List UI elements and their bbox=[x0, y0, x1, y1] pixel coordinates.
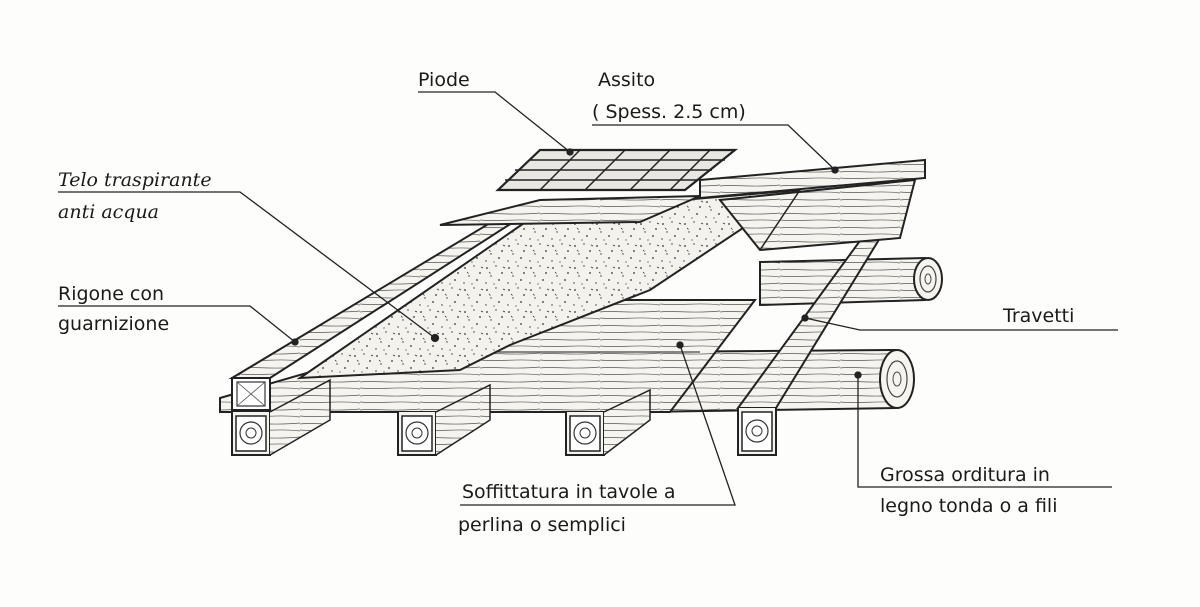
label-rigone-line1: Rigone con bbox=[58, 283, 165, 305]
leader-orditura bbox=[857, 375, 1112, 488]
label-assito-spec: ( Spess. 2.5 cm) bbox=[592, 101, 746, 123]
leader-piode bbox=[418, 91, 571, 153]
leader-lines bbox=[58, 91, 1118, 506]
leader-telo bbox=[58, 191, 436, 339]
label-piode: Piode bbox=[418, 69, 470, 91]
label-rigone-line2: guarnizione bbox=[58, 313, 170, 335]
leader-travetti bbox=[804, 317, 1118, 331]
joist-2 bbox=[397, 383, 491, 456]
travetti-joists bbox=[231, 237, 882, 456]
label-soffittatura-line1: Soffittatura in tavole a bbox=[462, 481, 676, 503]
label-telo-line2: anti acqua bbox=[58, 201, 160, 223]
piode-stones bbox=[495, 148, 739, 192]
joist-1 bbox=[231, 378, 331, 456]
joist-3 bbox=[565, 388, 651, 456]
label-telo-line1: Telo traspirante bbox=[58, 169, 212, 191]
leader-rigone bbox=[58, 305, 296, 343]
label-soffittatura-line2: perlina o semplici bbox=[458, 514, 626, 536]
label-travetti: Travetti bbox=[1003, 305, 1075, 327]
leader-soffittatura bbox=[460, 344, 736, 506]
label-orditura-line1: Grossa orditura in bbox=[880, 464, 1050, 486]
leader-assito bbox=[592, 124, 836, 171]
label-assito-title: Assito bbox=[598, 69, 656, 91]
assito-boards bbox=[439, 158, 926, 252]
label-orditura-line2: legno tonda o a fili bbox=[880, 495, 1058, 517]
